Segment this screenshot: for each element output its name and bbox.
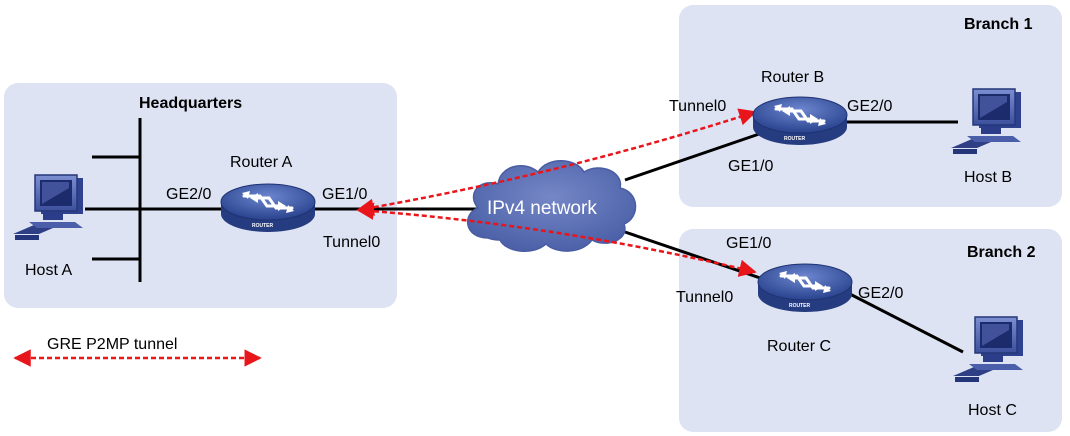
link-routerc-hostc xyxy=(845,290,964,354)
router-c-badge: ROUTER xyxy=(789,303,811,309)
router-b-tunnel-label: Tunnel0 xyxy=(669,98,726,115)
router-c-label: Router C xyxy=(767,338,831,355)
router-b-label: Router B xyxy=(761,69,824,86)
branch2-title: Branch 2 xyxy=(967,244,1036,261)
router-b-ge2-label: GE2/0 xyxy=(847,98,892,115)
tunnel-a-to-b xyxy=(356,108,757,216)
router-b-badge: ROUTER xyxy=(784,136,806,142)
router-c-tunnel-label: Tunnel0 xyxy=(676,289,733,306)
cloud-label: IPv4 network xyxy=(487,198,597,219)
host-b-label: Host B xyxy=(964,169,1012,186)
headquarters-region xyxy=(4,83,397,308)
router-a-label: Router A xyxy=(230,154,293,171)
host-a-label: Host A xyxy=(25,262,72,279)
headquarters-title: Headquarters xyxy=(139,95,242,112)
router-a-ge2-label: GE2/0 xyxy=(166,186,211,203)
branch1-title: Branch 1 xyxy=(964,16,1033,33)
branch1-region xyxy=(679,5,1062,207)
tunnel-a-to-c xyxy=(356,202,757,277)
router-a-badge: ROUTER xyxy=(252,223,274,229)
host-c-label: Host C xyxy=(968,402,1017,419)
legend-tunnel-label: GRE P2MP tunnel xyxy=(47,336,177,353)
router-b-ge1-label: GE1/0 xyxy=(728,158,773,175)
router-c-ge2-label: GE2/0 xyxy=(858,285,903,302)
router-a-ge1-label: GE1/0 xyxy=(322,186,367,203)
router-c-ge1-label: GE1/0 xyxy=(726,235,771,252)
router-a-tunnel-label: Tunnel0 xyxy=(323,234,380,251)
